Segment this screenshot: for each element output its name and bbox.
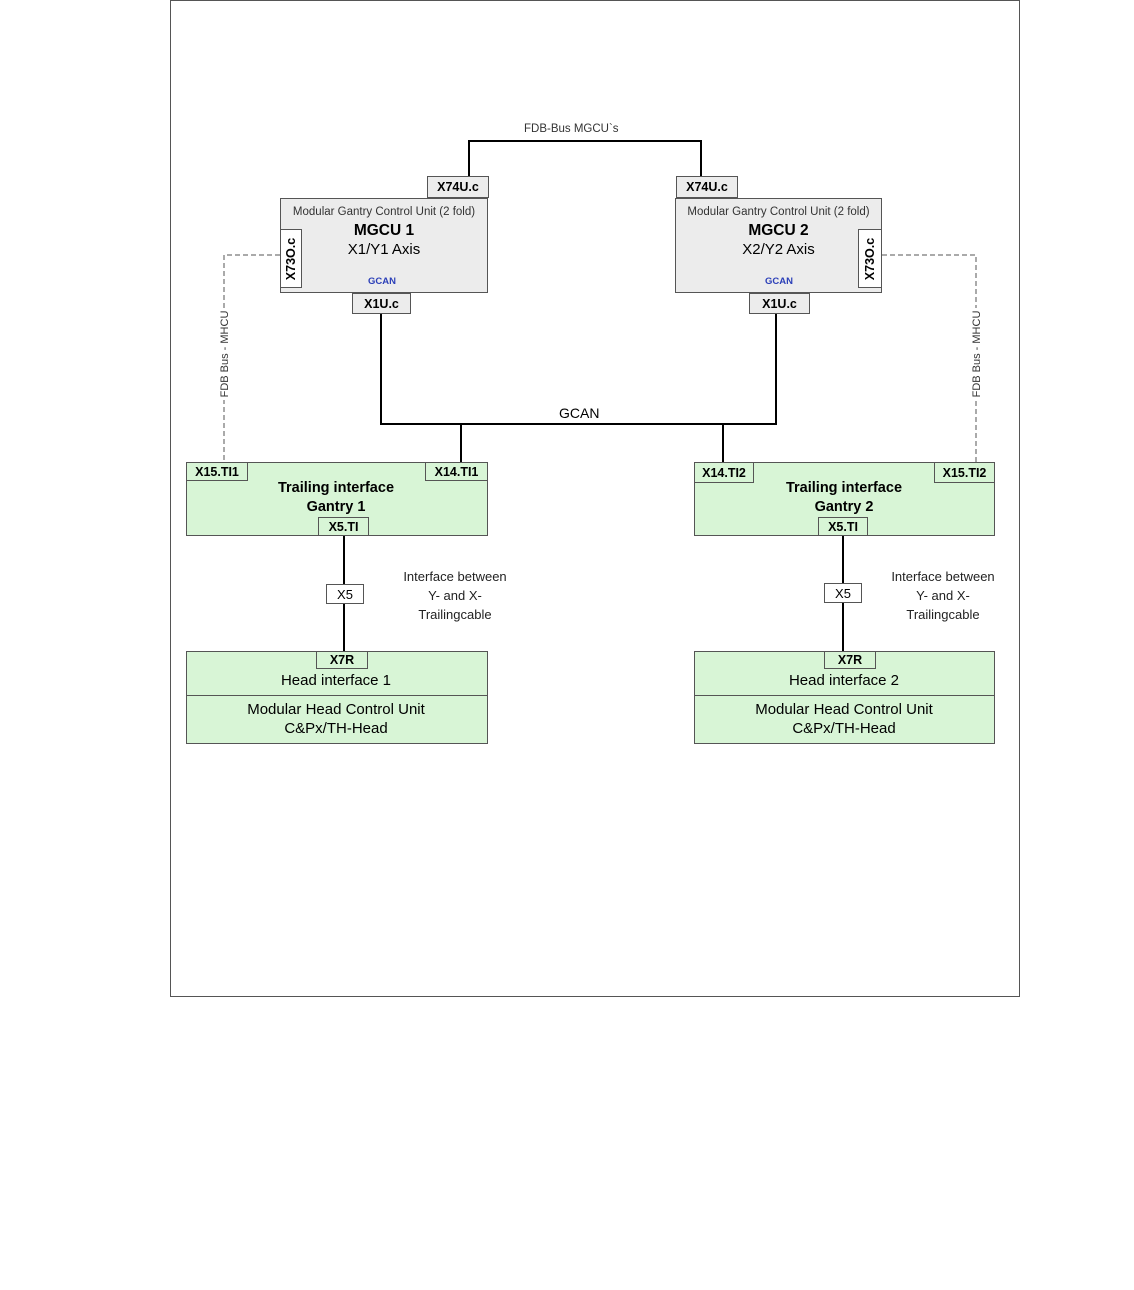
fdb-bus-mgcu-label: FDB-Bus MGCU`s — [522, 123, 621, 135]
mgcu2-gcan-tag: GCAN — [765, 276, 793, 287]
mgcu1-name: MGCU 1 — [353, 222, 415, 239]
interface-note-2-line2: Y- and X- — [916, 588, 970, 603]
interface-note-1-line1: Interface between — [403, 569, 507, 584]
head2-unit-line1: Modular Head Control Unit — [755, 701, 933, 718]
connector1-x5: X5 — [326, 584, 364, 604]
trailing1-x14-port: X14.TI1 — [425, 462, 488, 481]
head2-title: Head interface 2 — [788, 672, 900, 689]
head2-bottom-box — [694, 695, 995, 744]
trailing1-x15-port: X15.TI1 — [186, 462, 248, 481]
mgcu1-description: Modular Gantry Control Unit (2 fold) — [292, 206, 476, 218]
trailing1-subtitle: Gantry 1 — [306, 499, 366, 515]
interface-note-1-line2: Y- and X- — [428, 588, 482, 603]
trailing2-x14-port: X14.TI2 — [694, 462, 754, 483]
head1-bottom-box — [186, 695, 488, 744]
mgcu1-x1u-port: X1U.c — [352, 293, 411, 314]
connector2-x5: X5 — [824, 583, 862, 603]
head1-x7r-port: X7R — [316, 651, 368, 669]
fdb-mhcu-left-label: FDB Bus - MHCU — [219, 308, 231, 400]
interface-note-2: Interface between Y- and X- Trailingcabl… — [878, 567, 1008, 624]
head1-unit-line2: C&Px/TH-Head — [284, 720, 388, 737]
gcan-bus-line — [380, 314, 777, 425]
interface-note-1: Interface between Y- and X- Trailingcabl… — [390, 567, 520, 624]
mgcu2-x74-port: X74U.c — [676, 176, 738, 198]
trailing1-title: Trailing interface — [277, 480, 395, 496]
mgcu1-x74-port: X74U.c — [427, 176, 489, 198]
fdb-mhcu-right-label: FDB Bus - MHCU — [971, 308, 983, 400]
mgcu2-x73-port: X73O.c — [858, 229, 882, 288]
trailing2-title: Trailing interface — [785, 480, 903, 496]
mgcu1-x73-port: X73O.c — [280, 229, 302, 288]
fdb-bus-mgcu-line — [468, 140, 702, 176]
interface-note-2-line3: Trailingcable — [906, 607, 980, 622]
interface-note-2-line1: Interface between — [891, 569, 995, 584]
mgcu2-x73-label: X73O.c — [863, 237, 878, 280]
gcan-bus-label: GCAN — [559, 405, 600, 421]
interface-note-1-line3: Trailingcable — [418, 607, 492, 622]
head2-x7r-port: X7R — [824, 651, 876, 669]
head2-unit-line2: C&Px/TH-Head — [792, 720, 896, 737]
trailing2-x15-port: X15.TI2 — [934, 462, 995, 483]
trailing1-x5-port: X5.TI — [318, 517, 369, 536]
diagram-frame — [170, 0, 1020, 997]
mgcu2-name: MGCU 2 — [748, 222, 809, 239]
mgcu2-axis: X2/Y2 Axis — [742, 241, 815, 258]
trailing2-subtitle: Gantry 2 — [814, 499, 874, 515]
head1-title: Head interface 1 — [280, 672, 392, 689]
mgcu1-axis: X1/Y1 Axis — [347, 241, 421, 258]
trailing2-x5-port: X5.TI — [818, 517, 868, 536]
head1-unit-line1: Modular Head Control Unit — [247, 701, 425, 718]
mgcu1-gcan-tag: GCAN — [368, 276, 396, 287]
mgcu1-x73-label: X73O.c — [284, 237, 299, 280]
mgcu2-description: Modular Gantry Control Unit (2 fold) — [687, 206, 870, 218]
mgcu2-x1u-port: X1U.c — [749, 293, 810, 314]
